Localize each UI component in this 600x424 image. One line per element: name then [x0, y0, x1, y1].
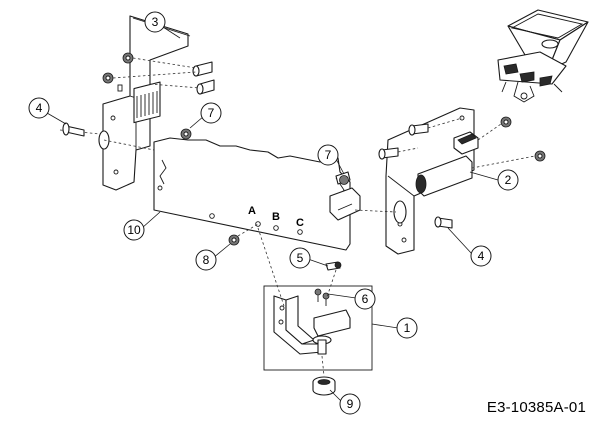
callout-4-left: 4 [28, 97, 50, 119]
callout-8: 8 [195, 249, 217, 271]
part-8-nut [228, 223, 259, 246]
callout-10: 10 [123, 219, 145, 241]
callout-7-left-label: 7 [208, 106, 215, 120]
callout-4-right: 4 [470, 245, 492, 267]
part-4-bolt-left [62, 122, 85, 137]
callout-6-label: 6 [362, 292, 369, 306]
position-letter-c: C [296, 217, 304, 229]
callout-7-left: 7 [200, 102, 222, 124]
position-letter-a: A [248, 205, 256, 217]
part-1-assembly-box [263, 285, 373, 371]
hopper-assembly [497, 9, 589, 103]
part-2-bracket-right [385, 107, 479, 255]
position-letters: A B C [248, 205, 304, 229]
part-3-hardware [102, 52, 215, 95]
callout-6: 6 [354, 288, 376, 310]
callout-10-label: 10 [127, 223, 141, 237]
part-2-hardware [354, 116, 546, 229]
part-9-bushing [312, 376, 336, 396]
callout-4-right-label: 4 [478, 249, 485, 263]
leader-lines [46, 26, 499, 403]
callout-3-label: 3 [152, 15, 159, 29]
callout-2-label: 2 [505, 173, 512, 187]
callout-7-center: 7 [317, 144, 339, 166]
callout-3: 3 [144, 11, 166, 33]
part-7-nut-left [180, 128, 192, 140]
part-3-bracket-left [98, 15, 191, 191]
callout-5-label: 5 [297, 251, 304, 265]
callout-5: 5 [289, 247, 311, 269]
callout-2: 2 [497, 169, 519, 191]
callout-1: 1 [396, 317, 418, 339]
position-letter-b: B [272, 211, 280, 223]
callout-9-label: 9 [347, 397, 354, 411]
callout-9: 9 [339, 393, 361, 415]
callout-1-label: 1 [404, 321, 411, 335]
callout-8-label: 8 [203, 253, 210, 267]
callout-4-left-label: 4 [36, 101, 43, 115]
drawing-code: E3-10385A-01 [486, 399, 586, 416]
part-5-screw [325, 261, 342, 271]
callout-7-center-label: 7 [325, 148, 332, 162]
center-linkage [329, 171, 361, 221]
